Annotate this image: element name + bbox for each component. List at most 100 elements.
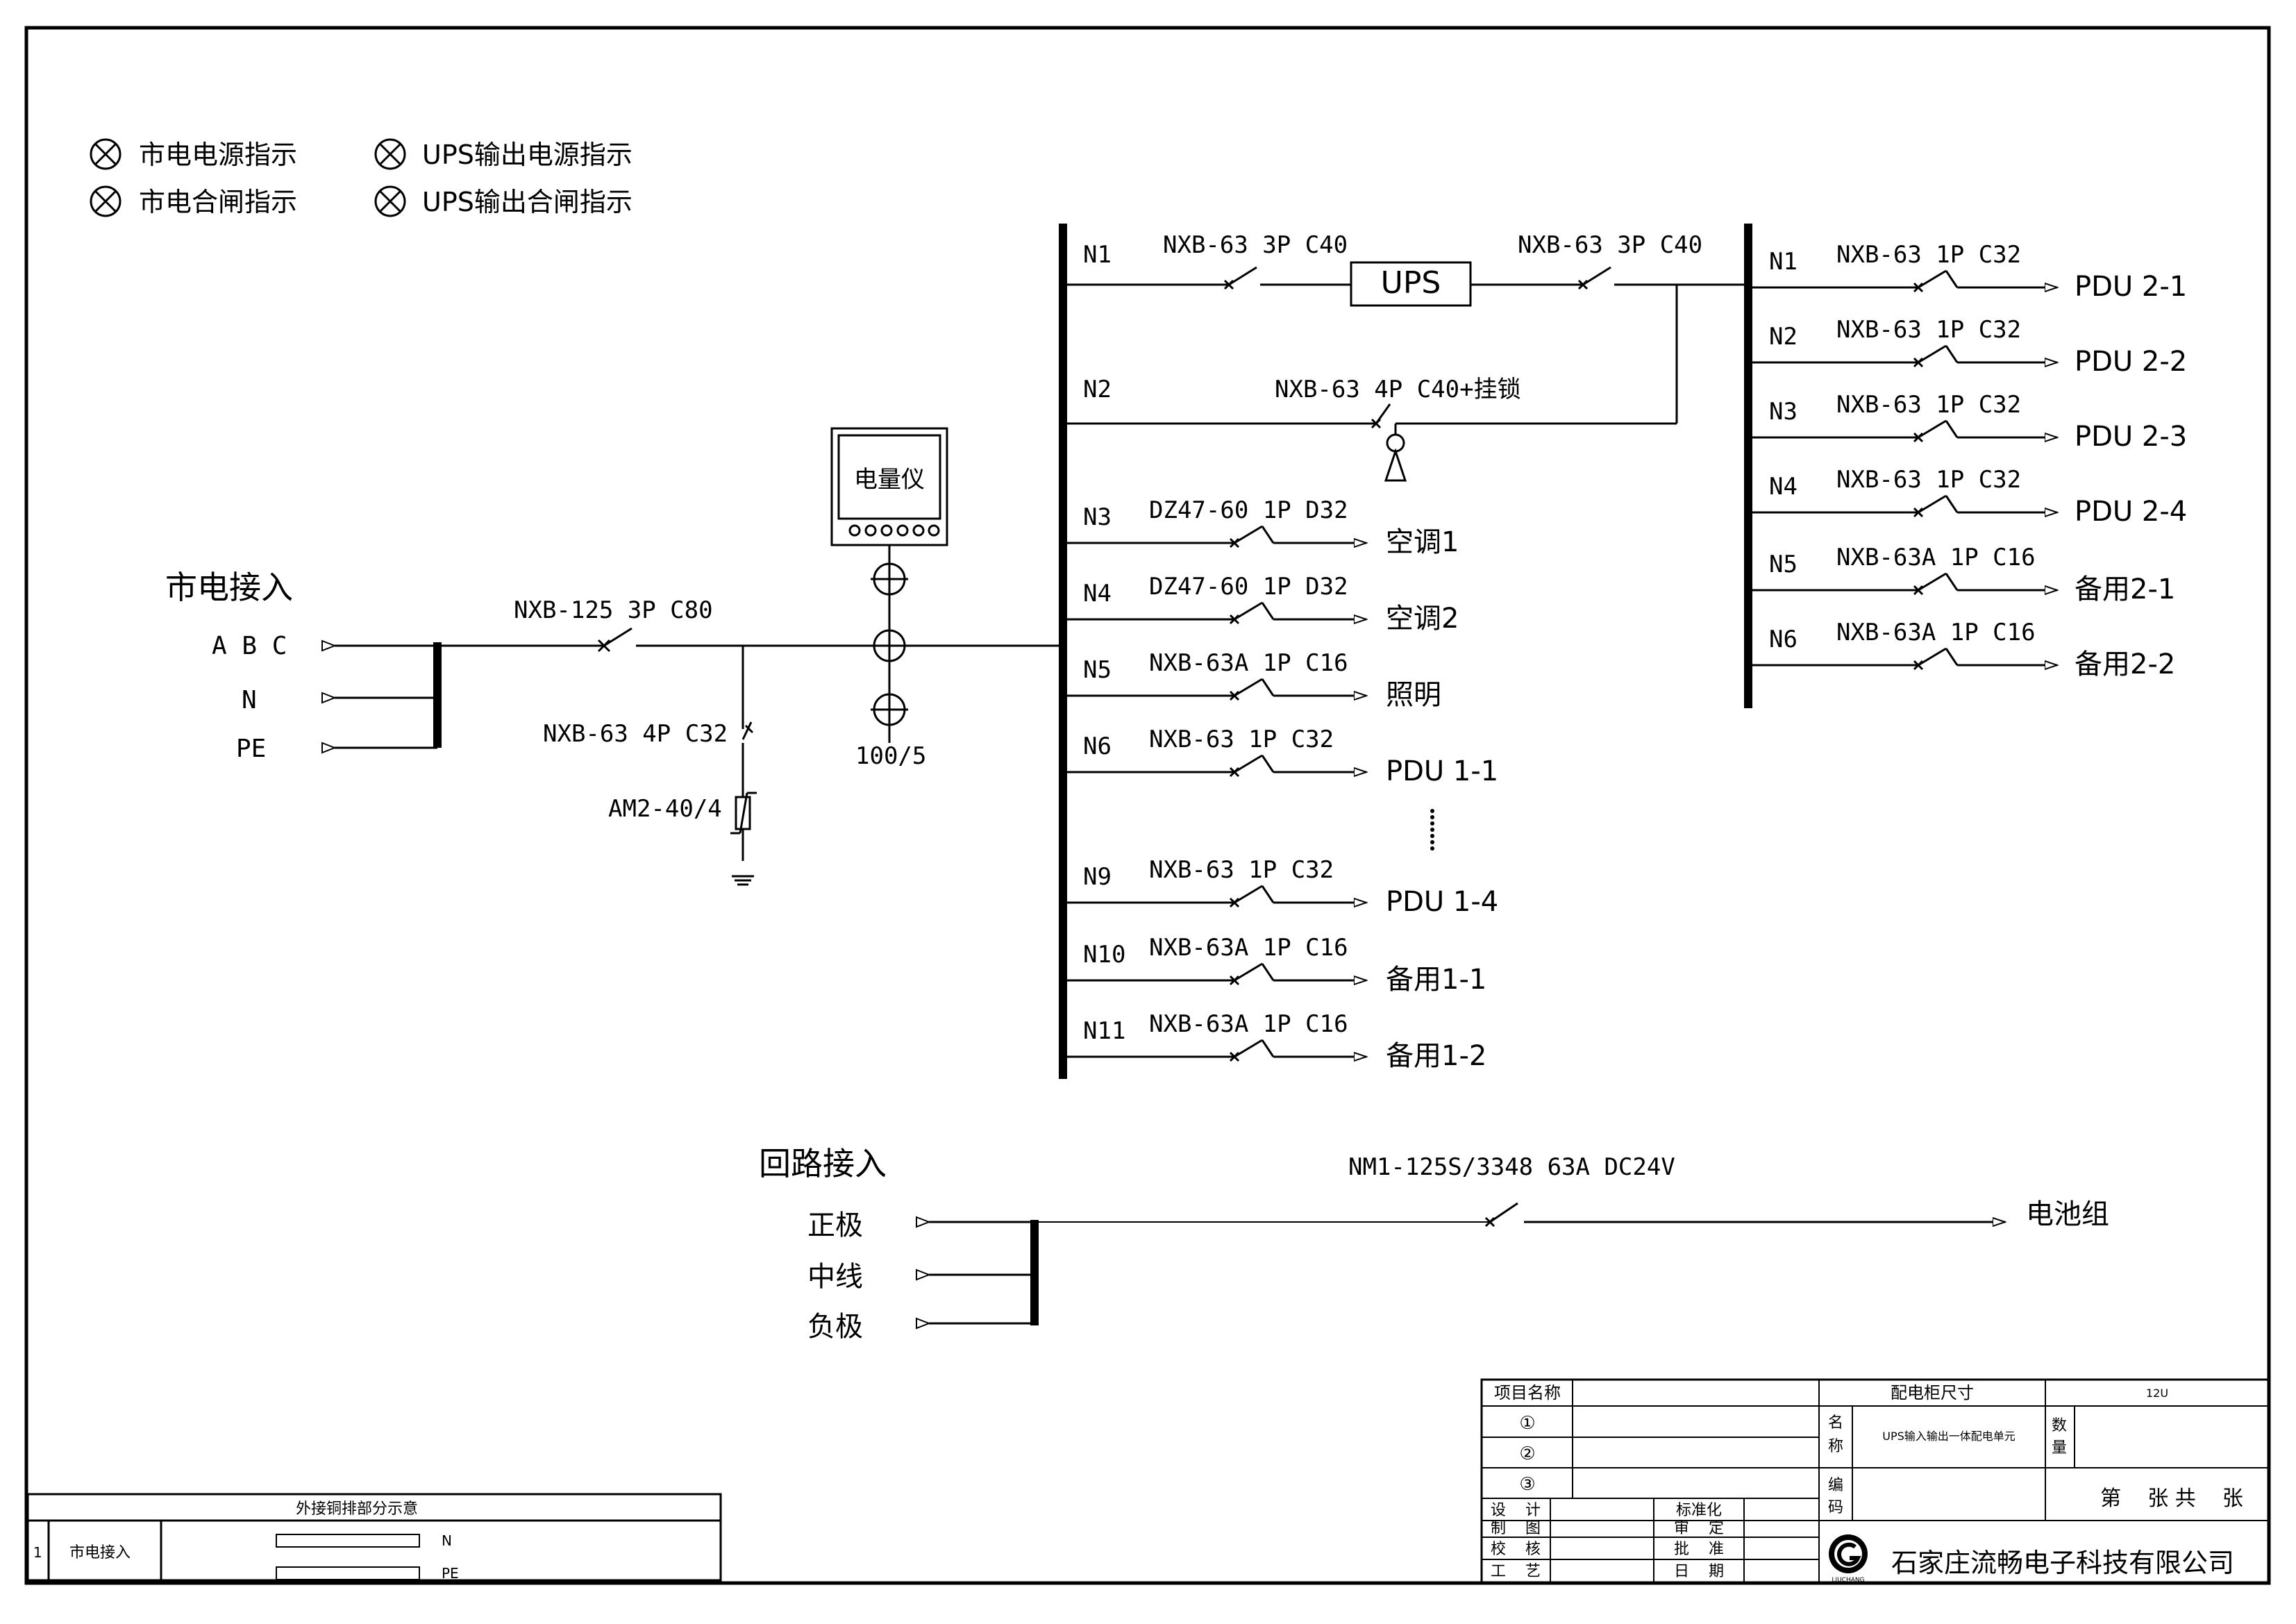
terminal-arrow-icon bbox=[321, 742, 337, 754]
left-busbar bbox=[1059, 224, 1067, 1079]
breaker-switch-icon bbox=[1913, 647, 1959, 671]
spd-breaker-label: NXB-63 4P C32 bbox=[543, 720, 728, 748]
breaker-label: DZ47-60 1P D32 bbox=[1149, 573, 1348, 601]
breaker-switch-icon bbox=[1229, 962, 1275, 986]
ups-in-breaker-label: NXB-63 3P C40 bbox=[1163, 231, 1348, 259]
circuit-id: N6 bbox=[1083, 733, 1112, 760]
project-name-label: 项目名称 bbox=[1494, 1383, 1561, 1403]
dc-dest-label: 电池组 bbox=[2026, 1198, 2109, 1230]
legend-mains-closed: 市电合闸指示 bbox=[139, 187, 297, 217]
dc-breaker-label: NM1-125S/3348 63A DC24V bbox=[1348, 1153, 1675, 1181]
circuit-id: N5 bbox=[1083, 656, 1112, 684]
breaker-label: DZ47-60 1P D32 bbox=[1149, 496, 1348, 524]
mains-title: 市电接入 bbox=[165, 569, 293, 606]
breaker-switch-icon bbox=[1229, 1039, 1275, 1062]
cabinet-size-value: 12U bbox=[2146, 1387, 2168, 1400]
circuit-id: N10 bbox=[1083, 941, 1125, 969]
breaker-switch-icon bbox=[1913, 572, 1959, 596]
breaker-switch-icon bbox=[1484, 1202, 1518, 1228]
code-label-2: 码 bbox=[1828, 1499, 1843, 1516]
sheet-count-label: 第 张 共 张 bbox=[2100, 1487, 2243, 1511]
terminal-arrow-icon bbox=[916, 1269, 931, 1281]
busbar-pe-icon bbox=[276, 1566, 420, 1580]
breaker-switch-icon bbox=[1229, 525, 1275, 549]
circle-item-3: ③ bbox=[1519, 1474, 1535, 1495]
meter-label: 电量仪 bbox=[854, 466, 925, 494]
qty-label-1: 数 bbox=[2052, 1417, 2067, 1434]
indicator-lamp-icon bbox=[374, 185, 406, 217]
approval-review: 审 定 bbox=[1674, 1520, 1724, 1537]
terminal-arrow-icon bbox=[321, 639, 337, 652]
breaker-switch-icon bbox=[1913, 494, 1959, 518]
breaker-label: NXB-63 1P C32 bbox=[1149, 856, 1334, 884]
terminal-arrow-icon bbox=[916, 1317, 931, 1330]
destination-label: 照明 bbox=[1386, 679, 1441, 711]
destination-label: PDU 1-1 bbox=[1386, 755, 1498, 787]
title-block: 项目名称 配电柜尺寸 12U ① ② ③ 名 称 UPS输入输出一体配电单元 数… bbox=[1480, 1378, 2270, 1584]
cabinet-size-label: 配电柜尺寸 bbox=[1891, 1383, 1974, 1403]
circuit-id: N5 bbox=[1769, 551, 1798, 578]
breaker-switch-icon bbox=[1229, 678, 1275, 701]
indicator-lamp-icon bbox=[374, 138, 406, 170]
busbar-row-no: 1 bbox=[33, 1544, 42, 1561]
indicator-lamp-icon bbox=[90, 185, 121, 217]
breaker-switch-icon bbox=[1371, 403, 1391, 429]
company-name: 石家庄流畅电子科技有限公司 bbox=[1891, 1548, 2234, 1578]
circuit-id: N3 bbox=[1083, 503, 1112, 531]
circuit-id: N11 bbox=[1083, 1017, 1125, 1045]
dc-loop-title: 回路接入 bbox=[759, 1145, 887, 1182]
mains-input-section: 市电接入 A B C N PE NXB-125 3P C80 NXB-63 4P… bbox=[165, 427, 1059, 886]
ct-ratio-label: 100/5 bbox=[855, 742, 926, 770]
destination-label: 备用1-1 bbox=[1386, 964, 1486, 996]
breaker-switch-icon bbox=[1913, 269, 1959, 293]
legend-ups-output-closed: UPS输出合闸指示 bbox=[422, 187, 632, 217]
destination-label: PDU 1-4 bbox=[1386, 886, 1498, 918]
destination-label: 备用2-2 bbox=[2075, 648, 2175, 680]
indicator-legend: 市电电源指示 UPS输出电源指示 市电合闸指示 UPS输出合闸指示 bbox=[90, 138, 632, 217]
breaker-label: NXB-63A 1P C16 bbox=[1149, 934, 1348, 962]
legend-mains-power: 市电电源指示 bbox=[139, 140, 297, 170]
mains-busbar bbox=[433, 642, 442, 748]
role-check: 校 核 bbox=[1491, 1541, 1541, 1558]
breaker-label: NXB-63 1P C32 bbox=[1149, 726, 1334, 753]
circuit-id: N3 bbox=[1769, 398, 1798, 426]
dc-line-positive: 正极 bbox=[807, 1209, 863, 1241]
breaker-label: NXB-63 1P C32 bbox=[1836, 241, 2021, 269]
breaker-label: NXB-63 1P C32 bbox=[1836, 466, 2021, 494]
surge-arrester-icon bbox=[730, 792, 757, 835]
breaker-label: NXB-63 1P C32 bbox=[1836, 316, 2021, 344]
busbar-row-label: 市电接入 bbox=[69, 1544, 131, 1562]
omitted-circuits-dots bbox=[1430, 809, 1434, 851]
circuit-id: N2 bbox=[1769, 323, 1798, 351]
dc-busbar bbox=[1030, 1220, 1039, 1325]
circuit-id: N1 bbox=[1083, 241, 1112, 269]
padlock-icon bbox=[1384, 424, 1407, 482]
busbar-n-label: N bbox=[442, 1532, 452, 1549]
bypass-breaker-label: NXB-63 4P C40+挂锁 bbox=[1275, 376, 1521, 403]
right-busbar bbox=[1744, 224, 1752, 708]
name-label-2: 称 bbox=[1828, 1438, 1843, 1455]
unit-name-value: UPS输入输出一体配电单元 bbox=[1882, 1430, 2016, 1443]
dc-line-negative: 负极 bbox=[807, 1311, 863, 1343]
destination-label: 备用1-2 bbox=[1386, 1040, 1486, 1072]
busbar-pe-label: PE bbox=[442, 1565, 459, 1582]
breaker-switch-icon bbox=[1229, 601, 1275, 625]
busbar-table: 外接铜排部分示意 1 市电接入 N PE bbox=[26, 1493, 722, 1582]
breaker-switch-icon bbox=[1223, 266, 1257, 290]
breaker-switch-icon bbox=[1913, 344, 1959, 368]
destination-label: PDU 2-4 bbox=[2075, 496, 2187, 528]
breaker-switch-icon bbox=[597, 627, 632, 653]
circuit-id: N4 bbox=[1769, 473, 1798, 501]
bypass-feeder: N2 NXB-63 4P C40+挂锁 bbox=[1067, 376, 1677, 482]
terminal-arrow-icon bbox=[916, 1216, 931, 1228]
